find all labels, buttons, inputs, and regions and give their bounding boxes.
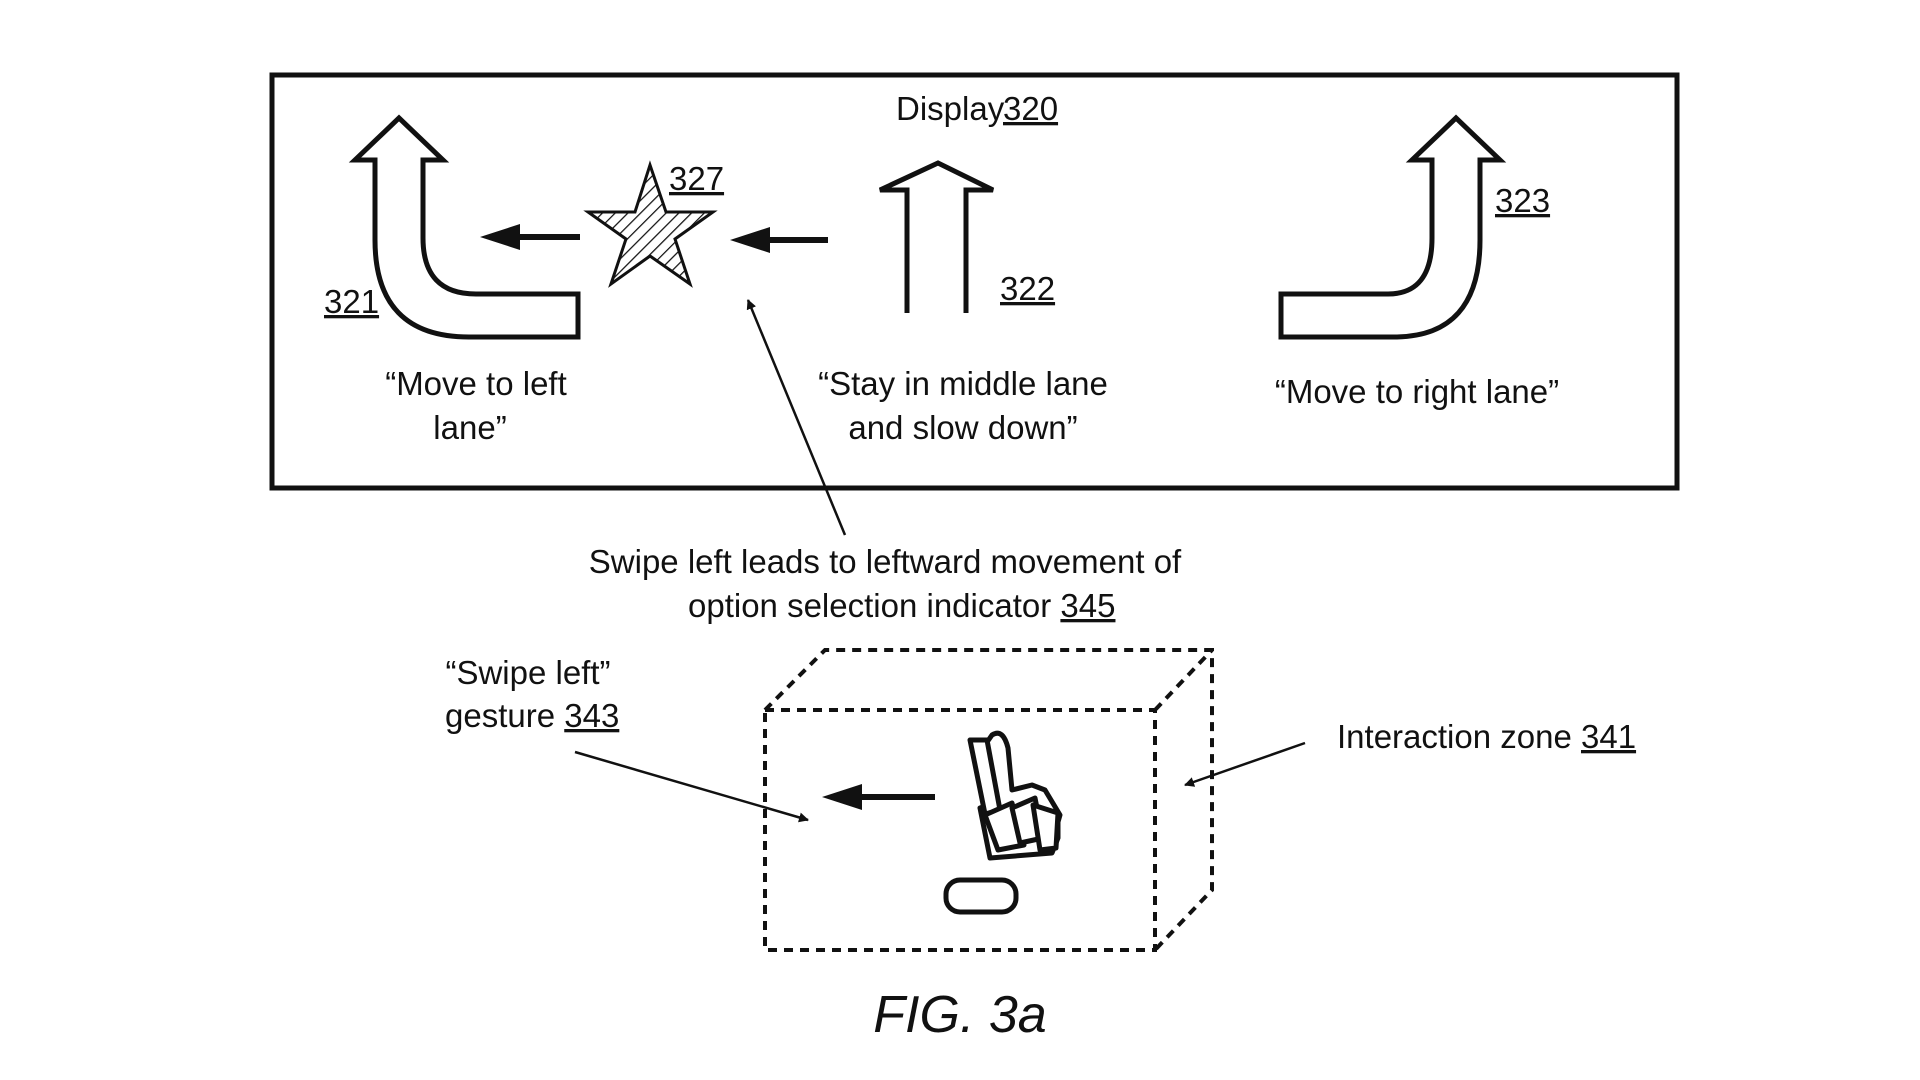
middle-option-caption-line1: “Stay in middle lane: [818, 365, 1108, 402]
indicator-leader-line: [746, 299, 847, 536]
gesture-ref: 343: [564, 697, 619, 734]
left-movement-arrow-icon: [730, 227, 828, 253]
swipe-effect-line2-prefix: option selection indicator: [688, 587, 1060, 624]
swipe-effect-line2: option selection indicator 345: [688, 587, 1115, 624]
middle-option-caption-line2: and slow down”: [848, 409, 1077, 446]
swipe-effect-ref: 345: [1060, 587, 1115, 624]
interaction-zone-prefix: Interaction zone: [1337, 718, 1581, 755]
interaction-zone-label: Interaction zone 341: [1337, 718, 1636, 755]
display-label: Display: [896, 90, 1005, 127]
pointing-hand-icon: [943, 730, 1063, 915]
left-movement-arrow-icon: [480, 224, 580, 250]
interaction-zone-box: [763, 648, 1214, 952]
gesture-line2-prefix: gesture: [445, 697, 564, 734]
left-option-caption-line2: lane”: [433, 409, 506, 446]
right-option-ref: 323: [1495, 182, 1550, 219]
indicator-ref: 327: [669, 160, 724, 197]
swipe-direction-arrow-icon: [822, 784, 935, 810]
display-panel: Display 320: [269, 72, 1680, 491]
straight-arrow-icon: [878, 160, 995, 313]
left-option-ref: 321: [324, 283, 379, 320]
figure-caption: FIG. 3a: [873, 986, 1046, 1044]
interaction-zone-leader-line: [1184, 741, 1306, 787]
gesture-leader-line: [574, 750, 809, 823]
left-turn-arrow-icon: [348, 114, 581, 340]
display-ref: 320: [1003, 90, 1058, 127]
right-turn-arrow-icon: [1278, 114, 1507, 340]
gesture-line1: “Swipe left”: [445, 654, 610, 691]
star-icon: [583, 160, 718, 288]
interaction-zone-ref: 341: [1581, 718, 1636, 755]
middle-option-ref: 322: [1000, 270, 1055, 307]
left-option-caption-line1: “Move to left: [385, 365, 567, 402]
swipe-effect-line1: Swipe left leads to leftward movement of: [589, 543, 1182, 580]
right-option-caption: “Move to right lane”: [1275, 373, 1559, 410]
gesture-line2: gesture 343: [445, 697, 619, 734]
